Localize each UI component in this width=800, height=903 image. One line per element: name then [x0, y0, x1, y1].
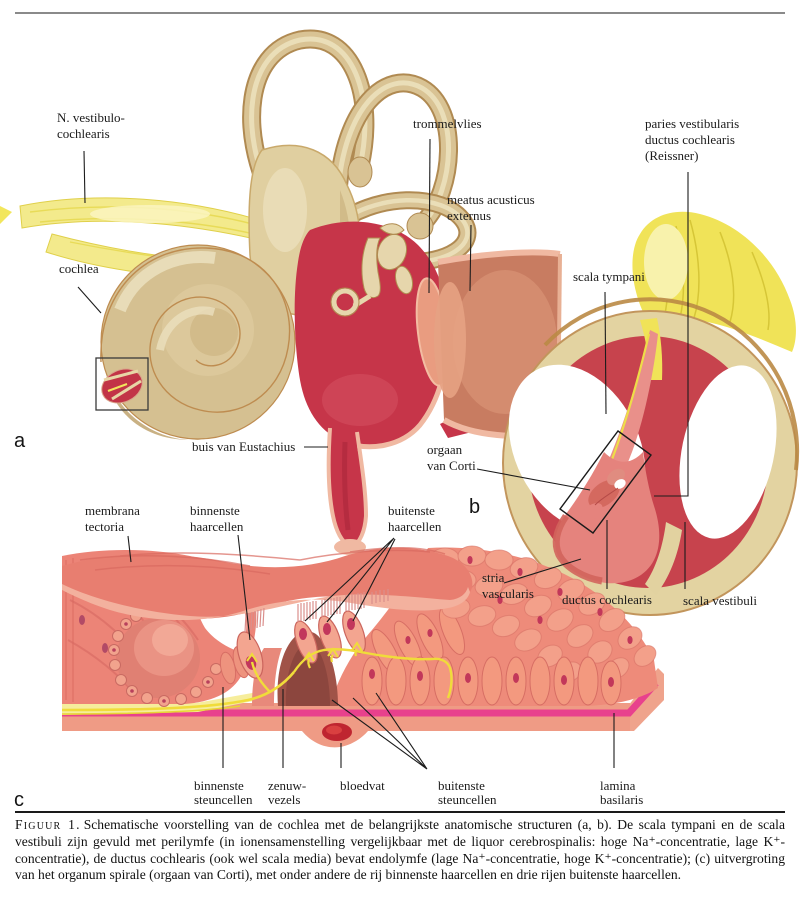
label-nervus-vestibulocochlearis: N. vestibulo- cochlearis	[57, 110, 125, 141]
panel-c-illustration	[61, 545, 664, 748]
cochlear-duct-crosssection-art	[502, 297, 800, 616]
label-paries-vestibularis: paries vestibularis ductus cochlearis (R…	[645, 116, 740, 163]
cochlea-inset-box	[95, 357, 149, 411]
label-buitenste-haarcellen: buitenste haarcellen	[388, 503, 442, 534]
panel-letter-b: b	[469, 496, 481, 518]
leader-stria-vascularis	[503, 558, 582, 584]
leader-buitenste-haarcellen	[304, 537, 396, 623]
label-membrana-tectoria: membrana tectoria	[85, 503, 140, 534]
label-scala-tympani: scala tympani	[573, 269, 645, 284]
caption-body: Schematische voorstelling van de cochlea…	[15, 817, 785, 883]
leader-buitenste-steuncellen	[331, 692, 428, 770]
caption-rule	[15, 811, 785, 813]
leader-lines	[77, 138, 689, 770]
label-binnenste-steuncellen: binnenste steuncellen	[194, 778, 253, 807]
leader-cochlea	[77, 286, 102, 314]
organ-of-corti-detail-art	[236, 610, 366, 706]
ossicles-art	[330, 223, 414, 317]
stria-vascularis-art	[552, 514, 603, 585]
label-buis-van-eustachius: buis van Eustachius	[192, 439, 296, 454]
eustachian-tube-art	[326, 427, 369, 555]
figure-caption: Figuur 1.Schematische voorstelling van d…	[15, 817, 785, 884]
panel-a-illustration	[0, 29, 562, 555]
label-ductus-cochlearis: ductus cochlearis	[562, 592, 652, 607]
label-zenuwvezels: zenuw- vezels	[268, 778, 307, 807]
organ-of-corti-small-art	[581, 468, 626, 521]
sulcus-nuclei	[112, 622, 210, 703]
label-cochlea: cochlea	[59, 261, 99, 276]
columnar-cells	[361, 656, 622, 706]
cell-nuclei	[369, 556, 633, 687]
leader-meatus	[469, 224, 472, 292]
organ-of-corti-box	[559, 430, 652, 534]
reissner-membrane-art	[586, 330, 658, 518]
caption-tag: Figuur 1.	[15, 817, 81, 832]
label-buitenste-steuncellen: buitenste steuncellen	[438, 778, 497, 807]
stereocilia-art	[244, 589, 389, 633]
leader-orgaan-van-corti	[476, 468, 591, 491]
panel-b-illustration	[502, 211, 800, 616]
leader-scala-tympani	[604, 291, 607, 415]
cochlea-art	[100, 244, 296, 441]
panel-letter-c: c	[14, 789, 24, 811]
label-trommelvlies: trommelvlies	[413, 116, 482, 131]
leader-binnenste-haarcellen	[237, 534, 251, 641]
label-bloedvat: bloedvat	[340, 778, 385, 793]
leader-membrana-tectoria	[127, 535, 132, 563]
label-orgaan-van-corti: orgaan van Corti	[427, 442, 476, 473]
top-rule	[15, 12, 785, 14]
ductus-cochlearis-art	[555, 452, 660, 584]
label-stria-vascularis: stria vascularis	[482, 570, 534, 601]
membrana-tectoria-art	[62, 547, 473, 621]
label-binnenste-haarcellen: binnenste haarcellen	[190, 503, 244, 534]
label-meatus-acusticus-externus: meatus acusticus externus	[447, 192, 535, 223]
leader-nervus-vestibulocochlearis	[83, 150, 86, 204]
semicircular-canals-art	[242, 29, 477, 272]
leader-trommelvlies	[428, 138, 431, 294]
nerve-fibers-art	[61, 641, 453, 715]
leader-paries-vestibularis	[654, 172, 689, 497]
label-scala-vestibuli: scala vestibuli	[683, 593, 758, 608]
outer-hair-cells-art	[294, 610, 366, 664]
panel-letter-a: a	[14, 430, 26, 452]
label-lamina-basilaris: lamina basilaris	[600, 778, 644, 807]
scala-vestibuli-space	[679, 365, 777, 539]
